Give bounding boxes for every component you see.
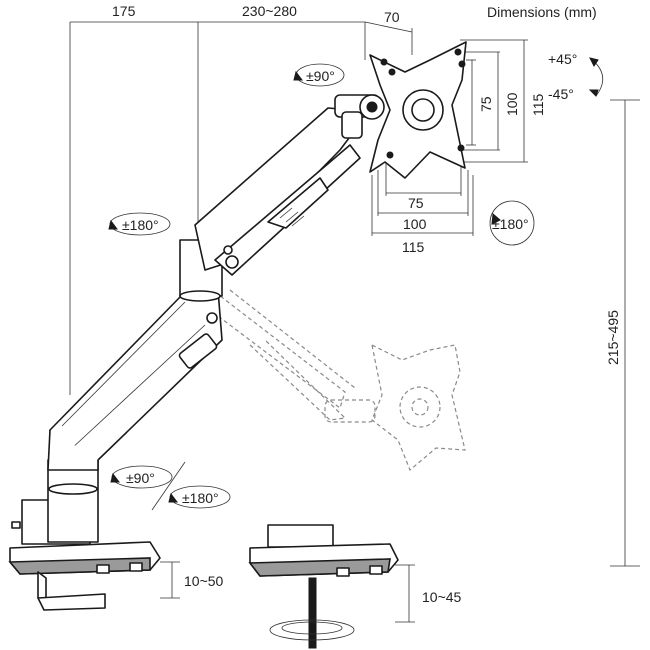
dim-vesa-h-100: 100 (504, 92, 520, 116)
dim-vesa-h-115: 115 (530, 93, 546, 116)
vesa-width-dims (371, 160, 474, 236)
screen-rotate-icon (489, 200, 535, 246)
rot-tilt-down: -45° (548, 86, 574, 102)
rot-base-rotate: ±180° (182, 490, 219, 506)
rot-base-swivel: ±90° (126, 470, 155, 486)
rot-tilt-up: +45° (548, 51, 577, 67)
upper-arm (194, 107, 361, 276)
lower-arm (47, 289, 223, 495)
clamp-range-dim (160, 561, 180, 599)
base-swivel-icon (110, 465, 173, 489)
dim-arm-reach: 230~280 (242, 3, 297, 19)
tilt-arrow-icon (588, 57, 604, 97)
vesa-height-dims (460, 39, 528, 163)
height-range-dim (610, 99, 640, 567)
arm-rotate-icon (108, 212, 171, 236)
rotation-divider (151, 461, 186, 511)
dim-vesa-depth: 70 (384, 9, 400, 25)
dim-base-to-pole: 175 (112, 3, 136, 19)
rot-head-swivel: ±90° (306, 68, 335, 84)
ghost-lowered-arm (209, 289, 466, 471)
grommet-base (248, 524, 399, 649)
dim-vesa-w-100: 100 (403, 216, 427, 232)
tilt-head (334, 94, 385, 139)
vesa-plate (369, 41, 467, 179)
rot-screen-rotate: ±180° (492, 216, 529, 232)
grommet-range-dim (395, 564, 415, 623)
dim-clamp-range: 10~50 (184, 573, 224, 589)
rot-arm-rotate: ±180° (122, 217, 159, 233)
top-dimension-lines (69, 21, 413, 395)
dimensions-title: Dimensions (mm) (487, 4, 597, 20)
clamp-knob (11, 521, 21, 529)
dim-vesa-w-75: 75 (408, 195, 424, 211)
dim-vesa-h-75: 75 (478, 96, 494, 112)
dim-height-range: 215~495 (605, 310, 621, 365)
dim-grommet-range: 10~45 (422, 589, 462, 605)
dim-vesa-w-115: 115 (402, 239, 425, 255)
head-swivel-icon (293, 63, 345, 87)
clamp-base (8, 459, 161, 611)
base-rotate-icon (168, 485, 231, 509)
